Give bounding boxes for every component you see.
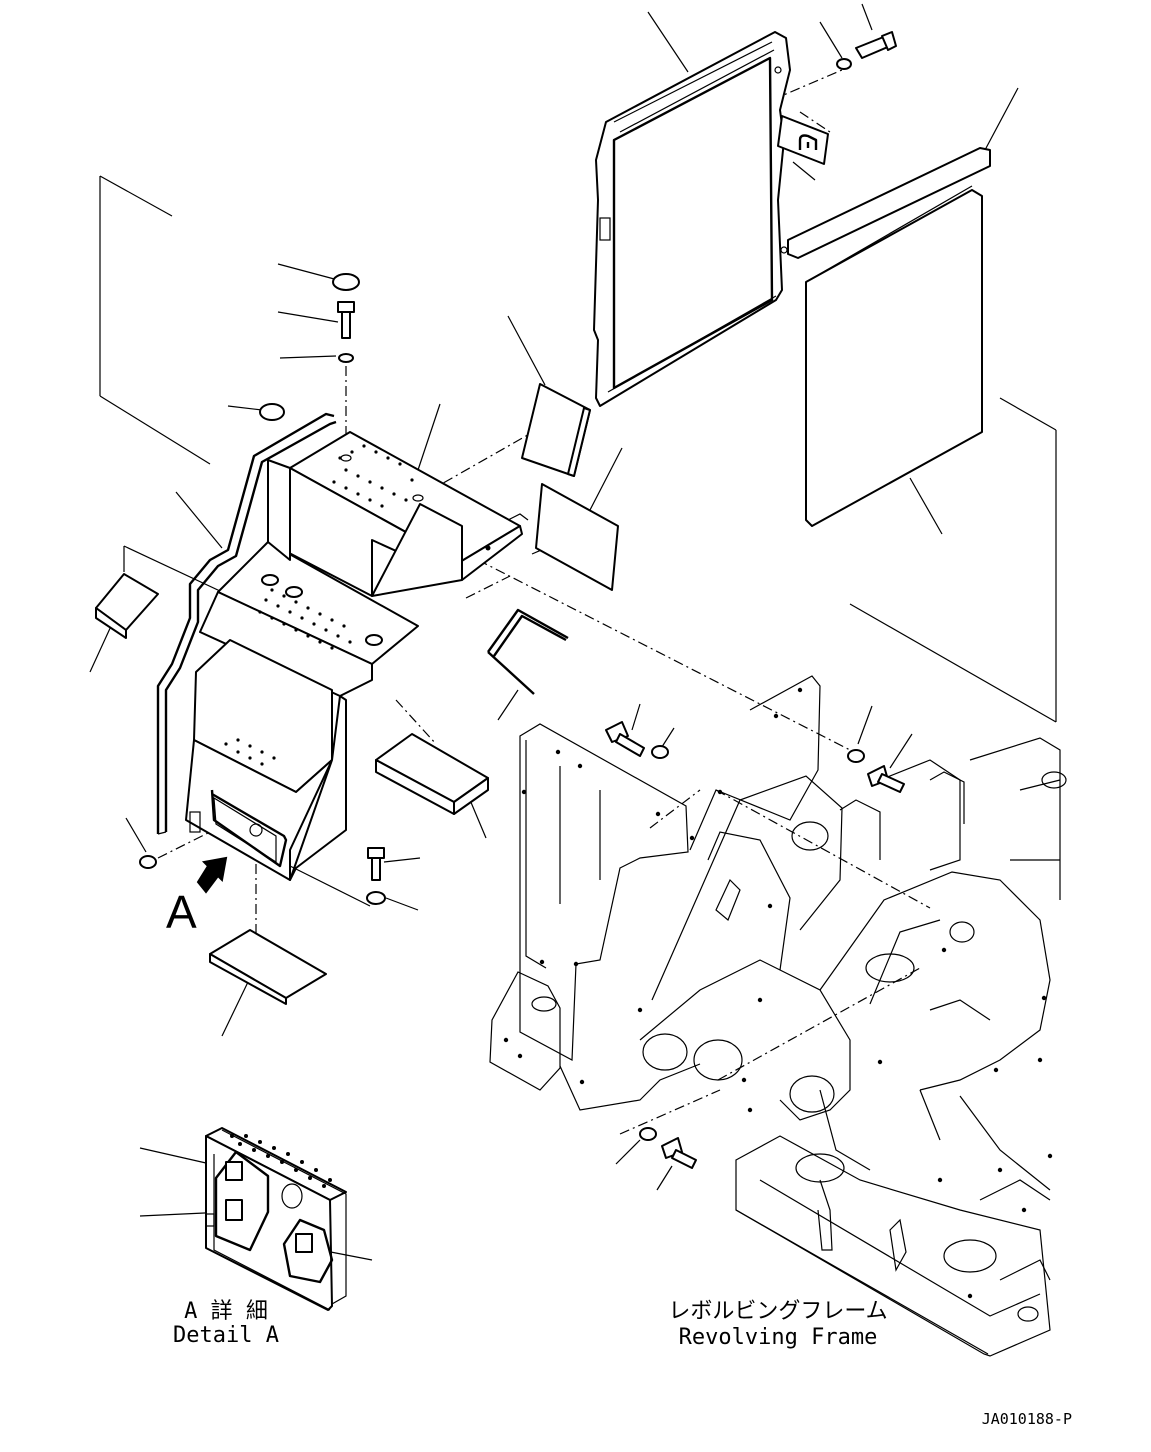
- perforations: [224, 444, 414, 766]
- view-label-a: A: [166, 886, 197, 938]
- frame-title-en: Revolving Frame: [679, 1325, 878, 1350]
- drawing-code: JA010188-P: [982, 1410, 1072, 1428]
- step-cover-assembly: [185, 431, 529, 881]
- clip-bracket: [777, 115, 829, 165]
- frame-bolts: [605, 721, 905, 1169]
- detail-a-illustration: [205, 1127, 347, 1311]
- caps: [139, 273, 360, 869]
- seal-strip: [156, 412, 337, 835]
- hairpin-bracket: [487, 608, 569, 695]
- revolving-frame: [489, 675, 1067, 1357]
- sponge-panel-large: [787, 147, 991, 527]
- detail-title-jp: A 詳 細: [184, 1299, 268, 1324]
- bolt-top: [836, 31, 897, 70]
- detail-perforations: [230, 1134, 332, 1188]
- detail-title-en: Detail A: [173, 1323, 279, 1348]
- view-arrow: [196, 856, 228, 894]
- bolt-vertical-top: [337, 301, 355, 339]
- bolt-middle: [366, 847, 386, 905]
- frame-title-jp: レボルビングフレーム: [668, 1299, 887, 1324]
- sponge-small: [521, 383, 619, 591]
- frame-rivets: [503, 687, 1053, 1299]
- radiator-guard-frame: [593, 31, 791, 407]
- sponge-blocks-left: [95, 573, 489, 1005]
